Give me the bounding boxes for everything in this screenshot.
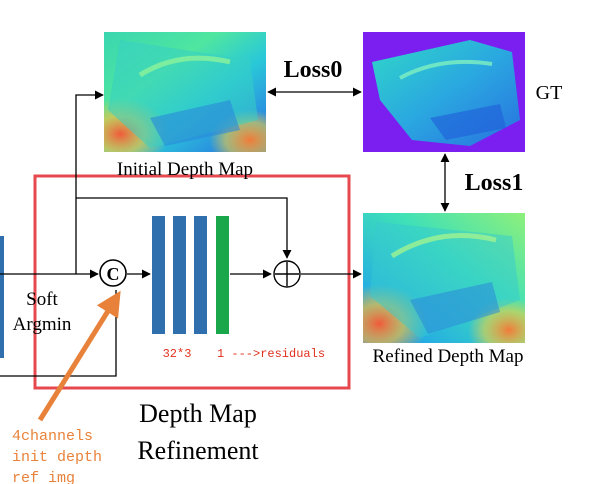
- residual-layer: [216, 216, 229, 334]
- input-note-line2: init depth: [12, 449, 102, 466]
- circle-c-icon: C: [99, 259, 127, 287]
- gt-depth-map-image: [363, 32, 525, 152]
- concat-symbol: C: [107, 264, 120, 284]
- initial-depth-map-image: [104, 32, 266, 152]
- conv-layer-3: [194, 216, 207, 334]
- loss1-label: Loss1: [465, 170, 524, 196]
- circle-plus-icon: [273, 260, 301, 288]
- conv-layer-2: [173, 216, 186, 334]
- refinement-title-line2: Refinement: [137, 436, 259, 465]
- soft-argmin-label-line1: Soft: [26, 289, 58, 310]
- refined-depth-map-image: [363, 213, 525, 343]
- conv-layer-1: [152, 216, 165, 334]
- input-note-line3: ref img: [12, 470, 75, 484]
- connection-lines: [0, 90, 362, 377]
- refined-depth-map-label: Refined Depth Map: [373, 346, 524, 367]
- gt-label: GT: [536, 82, 563, 104]
- loss0-label: Loss0: [284, 57, 343, 83]
- input-note-line1: 4channels: [12, 428, 93, 445]
- conv-layer-stack: [152, 216, 229, 334]
- soft-argmin-label-line2: Argmin: [13, 314, 72, 335]
- refinement-title-line1: Depth Map: [139, 399, 257, 428]
- conv-annotation: 32*3: [163, 347, 192, 361]
- refinement-module-box: [33, 174, 351, 390]
- input-note-arrow: [37, 290, 121, 422]
- input-volume-block: [0, 236, 4, 358]
- initial-depth-map-label: Initial Depth Map: [117, 159, 253, 180]
- residual-annotation: 1 --->residuals: [217, 347, 325, 361]
